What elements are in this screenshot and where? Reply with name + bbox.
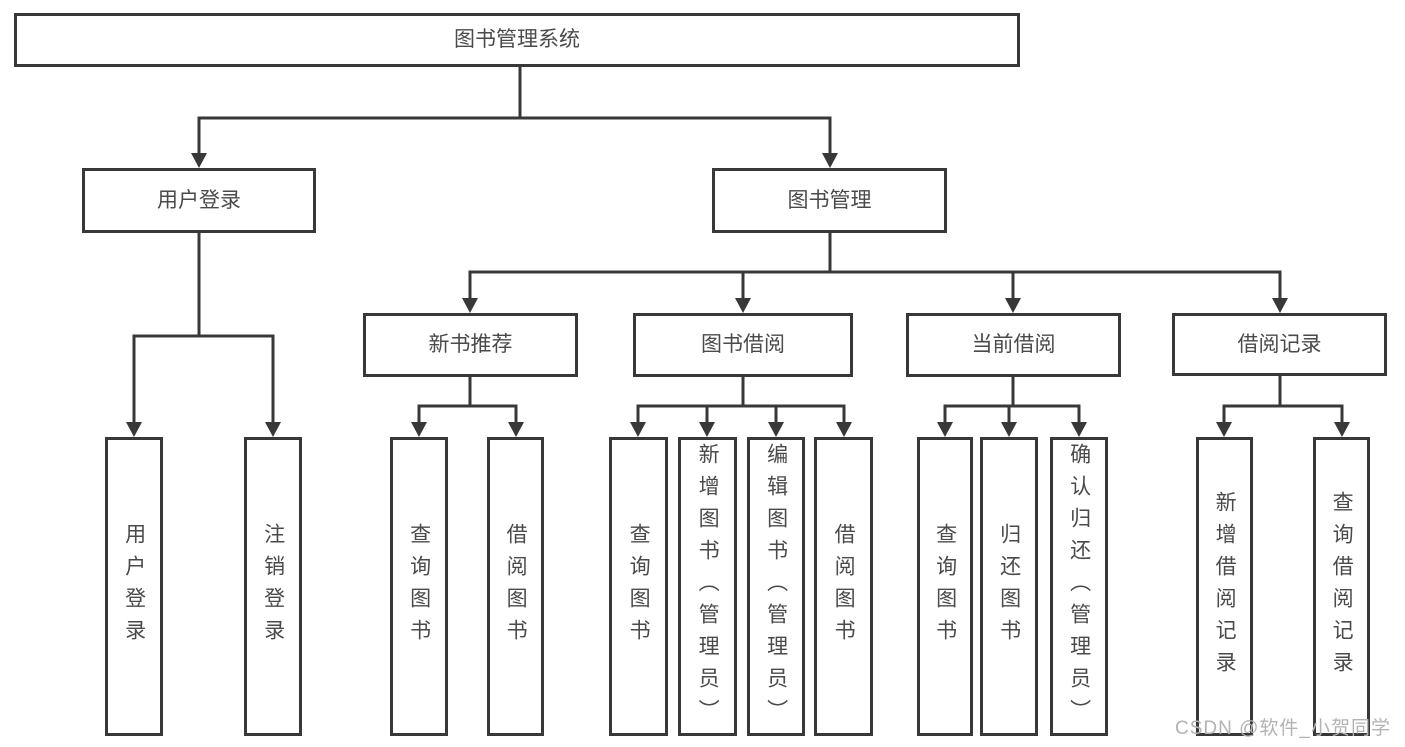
node-current-borrowing: 当前借阅 [906,313,1121,377]
node-label: 借阅图书 [832,522,856,651]
leaf-logout: 注销登录 [244,437,302,736]
node-new-book-recommendation: 新书推荐 [363,313,578,377]
node-book-borrowing: 图书借阅 [633,313,853,377]
node-label: 查询图书 [627,522,651,651]
leaf-edit-books-admin: 编辑图书（管理员） [747,437,805,736]
node-label: 查询图书 [407,522,431,651]
node-label: 用户登录 [157,188,241,212]
node-label: 归还图书 [997,522,1021,651]
node-book-management: 图书管理 [712,168,947,233]
node-label: 图书管理 [787,188,872,212]
node-label: 查询图书 [933,522,957,651]
watermark: CSDN @软件_小贺同学 [1175,718,1391,739]
leaf-query-books-current: 查询图书 [917,437,973,736]
connector-book-management-to-level3 [462,231,1288,313]
node-label: 图书借阅 [701,333,785,357]
connector-book-borrow-branch [630,375,852,437]
leaf-query-borrow-record: 查询借阅记录 [1313,437,1370,736]
node-library-management-system: 图书管理系统 [14,13,1020,67]
leaf-borrow-books: 借阅图书 [814,437,873,736]
leaf-return-books: 归还图书 [980,437,1038,736]
node-label: 新书推荐 [428,333,513,357]
leaf-confirm-return-admin: 确认归还（管理员） [1050,437,1108,736]
node-label: 当前借阅 [971,333,1056,357]
node-label: 借阅记录 [1237,332,1322,356]
leaf-query-books-recommend: 查询图书 [390,437,448,736]
node-label: 新增借阅记录 [1213,490,1237,683]
leaf-add-books-admin: 新增图书（管理员） [678,437,737,736]
connector-new-book-branch [411,375,524,437]
node-label: 图书管理系统 [454,28,580,52]
node-borrowing-records: 借阅记录 [1172,313,1387,376]
connector-borrow-record-branch [1216,374,1350,437]
leaf-query-books-borrow: 查询图书 [609,437,668,736]
node-label: 确认归还（管理员） [1067,442,1091,731]
connector-user-login-branch [126,231,281,437]
node-label: 查询借阅记录 [1330,490,1354,683]
leaf-add-borrow-record: 新增借阅记录 [1196,437,1253,736]
leaf-borrow-books-recommend: 借阅图书 [487,437,544,736]
node-user-login: 用户登录 [82,168,316,233]
node-label: 新增图书（管理员） [696,442,720,731]
node-label: 用户登录 [122,522,146,651]
node-label: 注销登录 [261,522,285,651]
connector-current-borrow-branch [937,375,1087,437]
leaf-user-login: 用户登录 [105,437,163,736]
connector-root-to-level2 [191,65,838,168]
node-label: 编辑图书（管理员） [764,442,788,731]
node-label: 借阅图书 [504,522,528,651]
